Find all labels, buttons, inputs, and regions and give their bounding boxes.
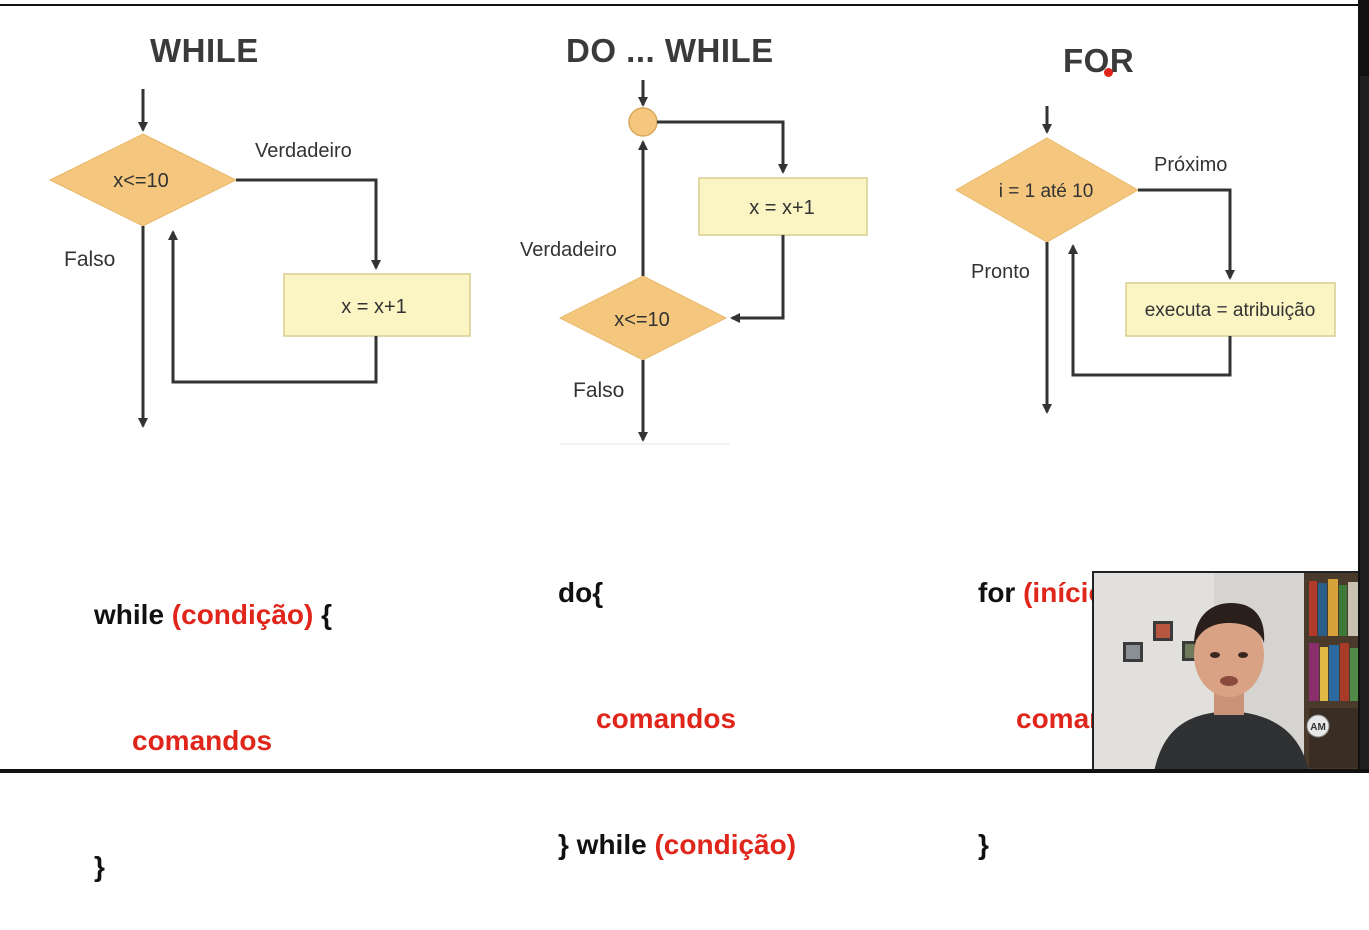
for-flowchart: i = 1 até 10 Próximo executa = atribuiçã… [954, 106, 1336, 414]
while-action-box [283, 273, 471, 337]
for-keyword: for [978, 577, 1016, 608]
while-true-arrow [236, 178, 381, 270]
do-while-false-label: Falso [573, 379, 624, 402]
while-keyword: while [94, 599, 165, 630]
channel-logo-icon [1306, 714, 1330, 738]
while-loop-back-arrow [168, 230, 378, 384]
do-while-close: } while [558, 829, 647, 860]
mouse-cursor-icon [1104, 68, 1113, 77]
top-frame-border [0, 0, 1369, 6]
while-action-label: x = x+1 [341, 296, 407, 318]
do-while-true-label: Verdadeiro [520, 239, 617, 261]
do-while-to-action-arrow [657, 120, 788, 174]
person-hair [1194, 603, 1265, 645]
while-body: comandos [132, 725, 273, 756]
for-done-label: Pronto [971, 261, 1030, 283]
while-close-brace: } [94, 851, 105, 882]
do-while-code-line-3: } while (condição) [558, 824, 796, 866]
flowcharts: x<=10 Verdadeiro x = x+1 Falso x = x+1 x… [48, 80, 1336, 445]
while-title: WHILE [150, 32, 259, 69]
while-condition: (condição) [171, 599, 314, 630]
right-frame-panel [1360, 76, 1369, 773]
bottom-frame-border [0, 769, 1369, 773]
do-while-to-condition-arrow [730, 235, 785, 323]
for-next-arrow [1138, 188, 1235, 280]
while-code: while (condição) { comandos } [94, 510, 332, 930]
for-action-label: executa = atribuição [1145, 300, 1316, 321]
while-code-line-1: while (condição) { [94, 594, 332, 636]
while-false-label: Falso [64, 248, 115, 271]
while-open-brace: { [321, 599, 333, 630]
do-while-action-label: x = x+1 [749, 197, 815, 219]
do-while-condition-label: x<=10 [614, 309, 670, 331]
while-true-label: Verdadeiro [255, 140, 352, 162]
while-condition-label: x<=10 [113, 170, 169, 192]
webcam-overlay: AM [1092, 571, 1360, 770]
person-face [1194, 613, 1264, 697]
do-while-action-box [698, 177, 868, 236]
for-close-brace: } [978, 829, 989, 860]
for-condition-label: i = 1 até 10 [999, 181, 1094, 202]
for-title: FOR [1063, 42, 1135, 79]
webcam-scene: AM [1094, 573, 1360, 770]
do-while-title: DO ... WHILE [566, 32, 774, 69]
do-open: do{ [558, 577, 604, 608]
do-while-body: comandos [596, 703, 737, 734]
for-loop-back-arrow [1068, 244, 1232, 377]
while-flowchart: x<=10 Verdadeiro x = x+1 Falso [48, 89, 471, 428]
for-action-box [1125, 282, 1336, 337]
person-shirt [1154, 711, 1309, 770]
for-next-label: Próximo [1154, 154, 1227, 176]
do-while-code: do{ comandos } while (condição) [558, 488, 796, 908]
do-while-condition: (condição) [654, 829, 797, 860]
channel-logo-text: AM [1310, 722, 1326, 733]
do-while-flowchart: x = x+1 x<=10 Verdadeiro Falso [520, 80, 868, 445]
do-while-junction-node [628, 107, 658, 137]
